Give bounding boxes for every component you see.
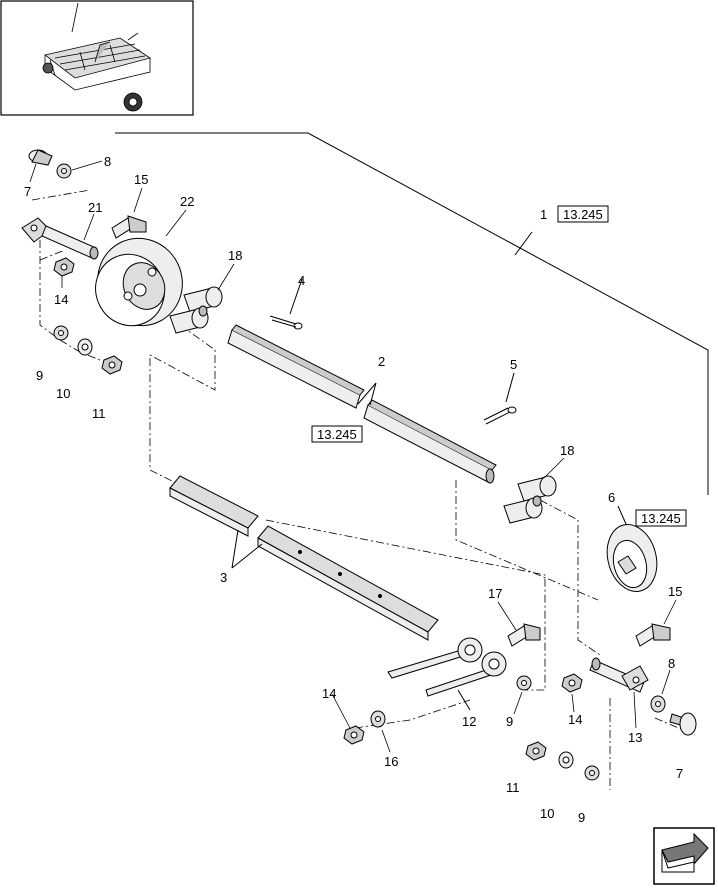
pin-part-21[interactable] [21, 217, 99, 260]
callout-14-lower: 14 [322, 686, 336, 701]
washer-part-9-mid[interactable] [516, 675, 532, 691]
overview-thumbnail[interactable] [0, 0, 194, 116]
washer-part-8[interactable] [56, 163, 72, 179]
leader-line [231, 529, 263, 569]
nut-part-11-lower[interactable] [525, 741, 547, 761]
nut-part-14[interactable] [53, 257, 75, 277]
callout-13: 13 [628, 730, 642, 745]
leader-line [617, 505, 627, 525]
callout-12: 12 [462, 714, 476, 729]
hub-part-6[interactable] [600, 519, 664, 597]
bearing-part-18-lower[interactable] [503, 475, 557, 524]
washer-part-8-right[interactable] [650, 695, 666, 713]
callout-16: 16 [384, 754, 398, 769]
callout-8-right: 8 [668, 656, 675, 671]
cotter-pin-part-4[interactable] [269, 315, 303, 330]
callout-7-top: 7 [24, 184, 31, 199]
bolt-part-7-right[interactable] [669, 712, 697, 736]
washer-part-10-lower[interactable] [558, 751, 574, 769]
callout-7-right: 7 [676, 766, 683, 781]
nut-part-14-lower[interactable] [343, 725, 365, 745]
bracket-part-3-short[interactable] [169, 475, 259, 537]
callout-22: 22 [180, 194, 194, 209]
callout-6: 6 [608, 490, 615, 505]
callout-9-lower: 9 [578, 810, 585, 825]
nut-part-14-right[interactable] [561, 673, 583, 693]
callout-15-top: 15 [134, 172, 148, 187]
washer-part-9-lower[interactable] [584, 765, 600, 781]
ref-shaft: 13.245 [317, 427, 357, 442]
bolt-part-17[interactable] [507, 623, 541, 647]
ref-main: 13.245 [563, 207, 603, 222]
callout-14-left: 14 [54, 292, 68, 307]
callout-10-left: 10 [56, 386, 70, 401]
callout-18-top: 18 [228, 248, 242, 263]
cotter-pin-part-5[interactable] [483, 406, 517, 425]
ref-hub: 13.245 [641, 511, 681, 526]
pin-part-13[interactable] [589, 657, 649, 693]
bracket-part-3-long[interactable] [257, 525, 439, 641]
washer-part-16[interactable] [370, 710, 386, 728]
leader-line [289, 278, 303, 315]
callout-11-left: 11 [92, 406, 106, 421]
washer-part-9[interactable] [53, 325, 69, 341]
callout-9-left: 9 [36, 368, 43, 383]
bolt-part-7[interactable] [28, 149, 53, 166]
bolt-part-15-right[interactable] [635, 623, 671, 647]
callout-18-lower: 18 [560, 443, 574, 458]
next-page-arrow-icon [661, 832, 709, 873]
ref-box-shaft[interactable] [311, 425, 363, 443]
nut-part-11[interactable] [101, 355, 123, 375]
baler-overview-icon [42, 2, 151, 112]
ref-box-hub[interactable] [635, 509, 687, 527]
callout-14-right: 14 [568, 712, 582, 727]
bolt-part-15[interactable] [111, 215, 147, 239]
leader-line [505, 372, 515, 403]
disc-part-22[interactable] [83, 224, 196, 339]
callout-labels: 1 13.245 2 13.245 3 4 5 6 13.245 7 8 7 8… [24, 154, 687, 825]
washer-part-10[interactable] [77, 338, 93, 356]
shaft-part-2[interactable] [227, 324, 497, 484]
alignment-lines [31, 189, 696, 790]
spring-part-12[interactable] [387, 637, 507, 697]
callout-21: 21 [88, 200, 102, 215]
callout-10-lower: 10 [540, 806, 554, 821]
callout-15-right: 15 [668, 584, 682, 599]
callout-4: 4 [298, 273, 305, 288]
next-page-button[interactable] [653, 827, 715, 885]
callout-17: 17 [488, 586, 502, 601]
ref-box-main[interactable] [557, 205, 609, 223]
callout-11-lower: 11 [506, 780, 520, 795]
leader-line [457, 689, 471, 711]
callout-5: 5 [510, 357, 517, 372]
callout-3: 3 [220, 570, 227, 585]
callout-2: 2 [378, 354, 385, 369]
assembly-frame-lines [115, 132, 709, 495]
bearing-part-18[interactable] [169, 286, 223, 334]
callout-8-top: 8 [104, 154, 111, 169]
callout-1: 1 [540, 207, 547, 222]
callout-9-mid: 9 [506, 714, 513, 729]
label-leaders [29, 160, 677, 753]
